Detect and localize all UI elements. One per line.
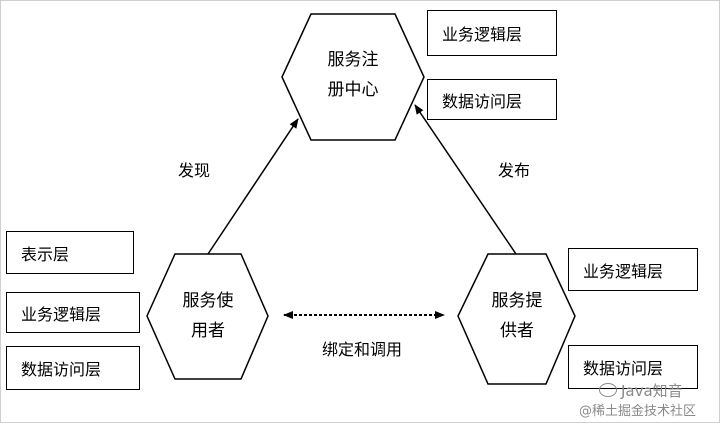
publish-label: 发布 xyxy=(498,161,531,180)
consumer-data-access-layer: 数据访问层 xyxy=(6,346,140,390)
wechat-icon xyxy=(599,383,617,397)
registry-business-logic-layer: 业务逻辑层 xyxy=(427,10,557,56)
registry-data-access-layer: 数据访问层 xyxy=(427,79,557,120)
watermark-line2: @稀土掘金技术社区 xyxy=(579,404,697,419)
consumer-business-logic-layer: 业务逻辑层 xyxy=(6,292,140,333)
discover-arrow xyxy=(207,118,299,255)
watermark-source: Java知音 xyxy=(599,380,683,401)
watermark-line1: Java知音 xyxy=(621,382,683,400)
registry-label: 服务注 册中心 xyxy=(327,50,379,100)
provider-business-logic-layer: 业务逻辑层 xyxy=(568,248,698,291)
provider-hexagon xyxy=(457,253,576,385)
provider-label: 服务提 供者 xyxy=(491,291,543,341)
discover-label: 发现 xyxy=(178,161,211,180)
consumer-label: 服务使 用者 xyxy=(182,291,234,341)
consumer-presentation-layer: 表示层 xyxy=(6,231,134,274)
provider-data-access-layer: 数据访问层 xyxy=(568,345,698,389)
consumer-hexagon xyxy=(146,253,269,380)
publish-arrow xyxy=(414,104,517,255)
bind-invoke-label: 绑定和调用 xyxy=(322,340,403,359)
registry-hexagon xyxy=(281,13,425,141)
